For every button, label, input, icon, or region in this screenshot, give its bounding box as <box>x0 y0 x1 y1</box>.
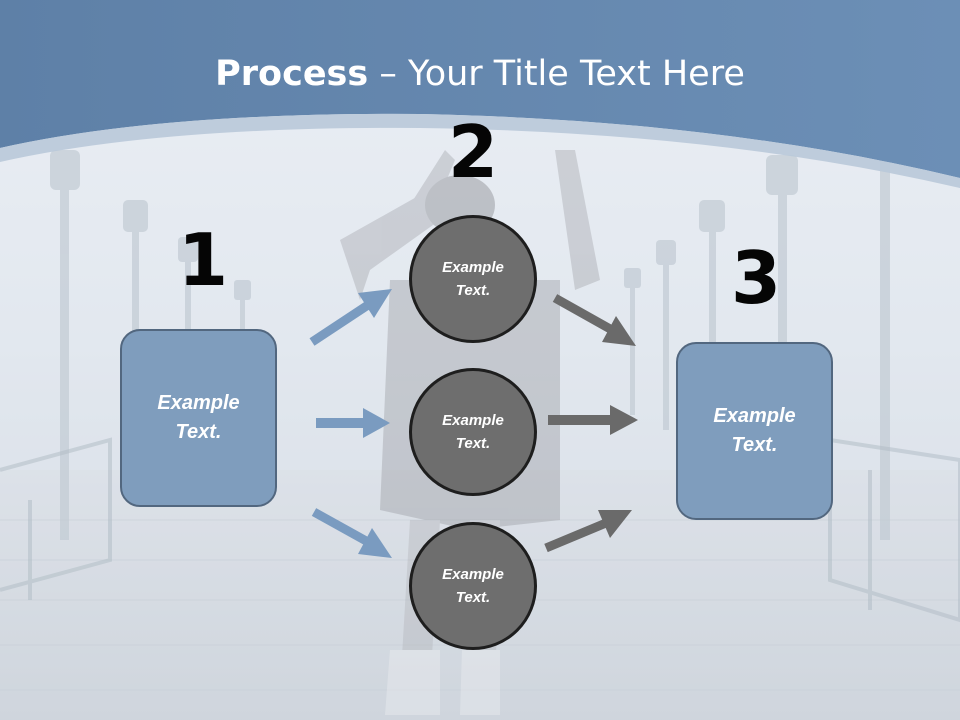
step-number-3: 3 <box>731 236 782 320</box>
step-box-3-label: Example Text. <box>713 405 796 456</box>
step-number-2: 2 <box>448 110 499 194</box>
step-box-1-label: Example Text. <box>157 392 240 443</box>
step-circle-top: Example Text. <box>409 215 537 343</box>
step-circle-middle: Example Text. <box>409 368 537 496</box>
step-box-3: Example Text. <box>676 342 833 520</box>
step-number-1: 1 <box>178 218 229 302</box>
page-title: Process – Your Title Text Here <box>0 52 960 96</box>
step-circle-middle-label: Example Text. <box>442 412 504 452</box>
title-rest: – Your Title Text Here <box>368 54 745 94</box>
step-circle-bottom-label: Example Text. <box>442 566 504 606</box>
step-box-1: Example Text. <box>120 329 277 507</box>
step-circle-bottom: Example Text. <box>409 522 537 650</box>
step-circle-top-label: Example Text. <box>442 259 504 299</box>
title-bold: Process <box>215 54 369 94</box>
